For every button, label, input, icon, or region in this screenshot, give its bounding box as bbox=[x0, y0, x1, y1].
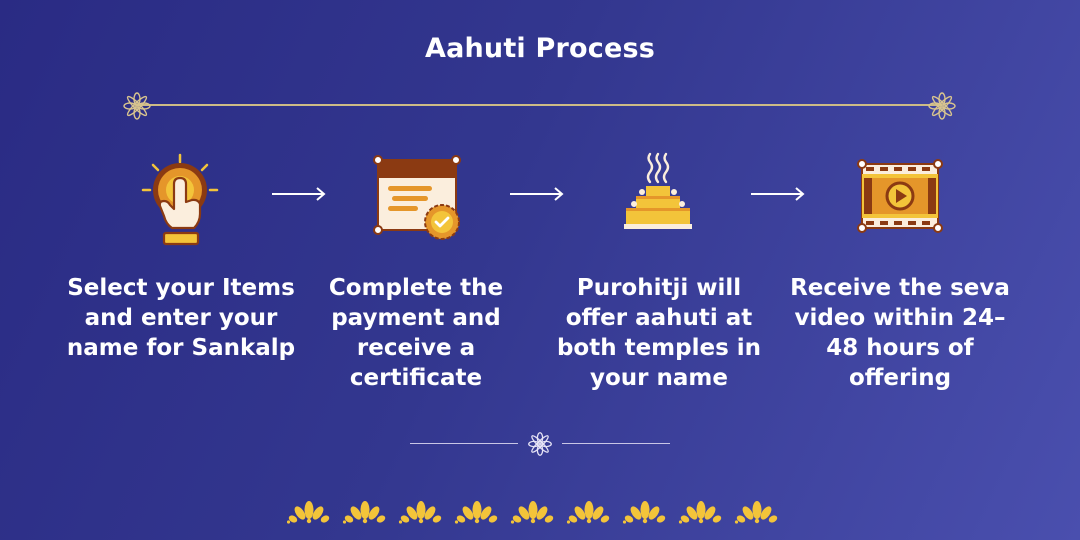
step-1-text: Select your Items and enter your name fo… bbox=[66, 275, 296, 361]
mandala-icon-right bbox=[928, 92, 956, 120]
step-2-text: Complete the payment and receive a certi… bbox=[328, 275, 504, 391]
arrow-right-icon bbox=[510, 187, 564, 201]
step-4-text: Receive the seva video within 24–48 hour… bbox=[790, 275, 1010, 391]
video-icon bbox=[857, 159, 943, 233]
arrow-right-icon bbox=[272, 187, 326, 201]
mandala-icon-left bbox=[123, 92, 151, 120]
arrow-right-icon bbox=[751, 187, 805, 201]
bottom-divider-left bbox=[410, 443, 518, 444]
havan-icon bbox=[624, 152, 692, 229]
mandala-icon-center bbox=[528, 432, 552, 456]
bottom-divider-right bbox=[562, 443, 670, 444]
step-3-text: Purohitji will offer aahuti at both temp… bbox=[556, 275, 762, 391]
hand-tap-icon bbox=[141, 153, 219, 246]
lotus-border-decoration bbox=[287, 501, 779, 525]
certificate-icon bbox=[373, 155, 461, 240]
top-divider bbox=[136, 104, 942, 106]
page-title: Aahuti Process bbox=[424, 33, 656, 64]
